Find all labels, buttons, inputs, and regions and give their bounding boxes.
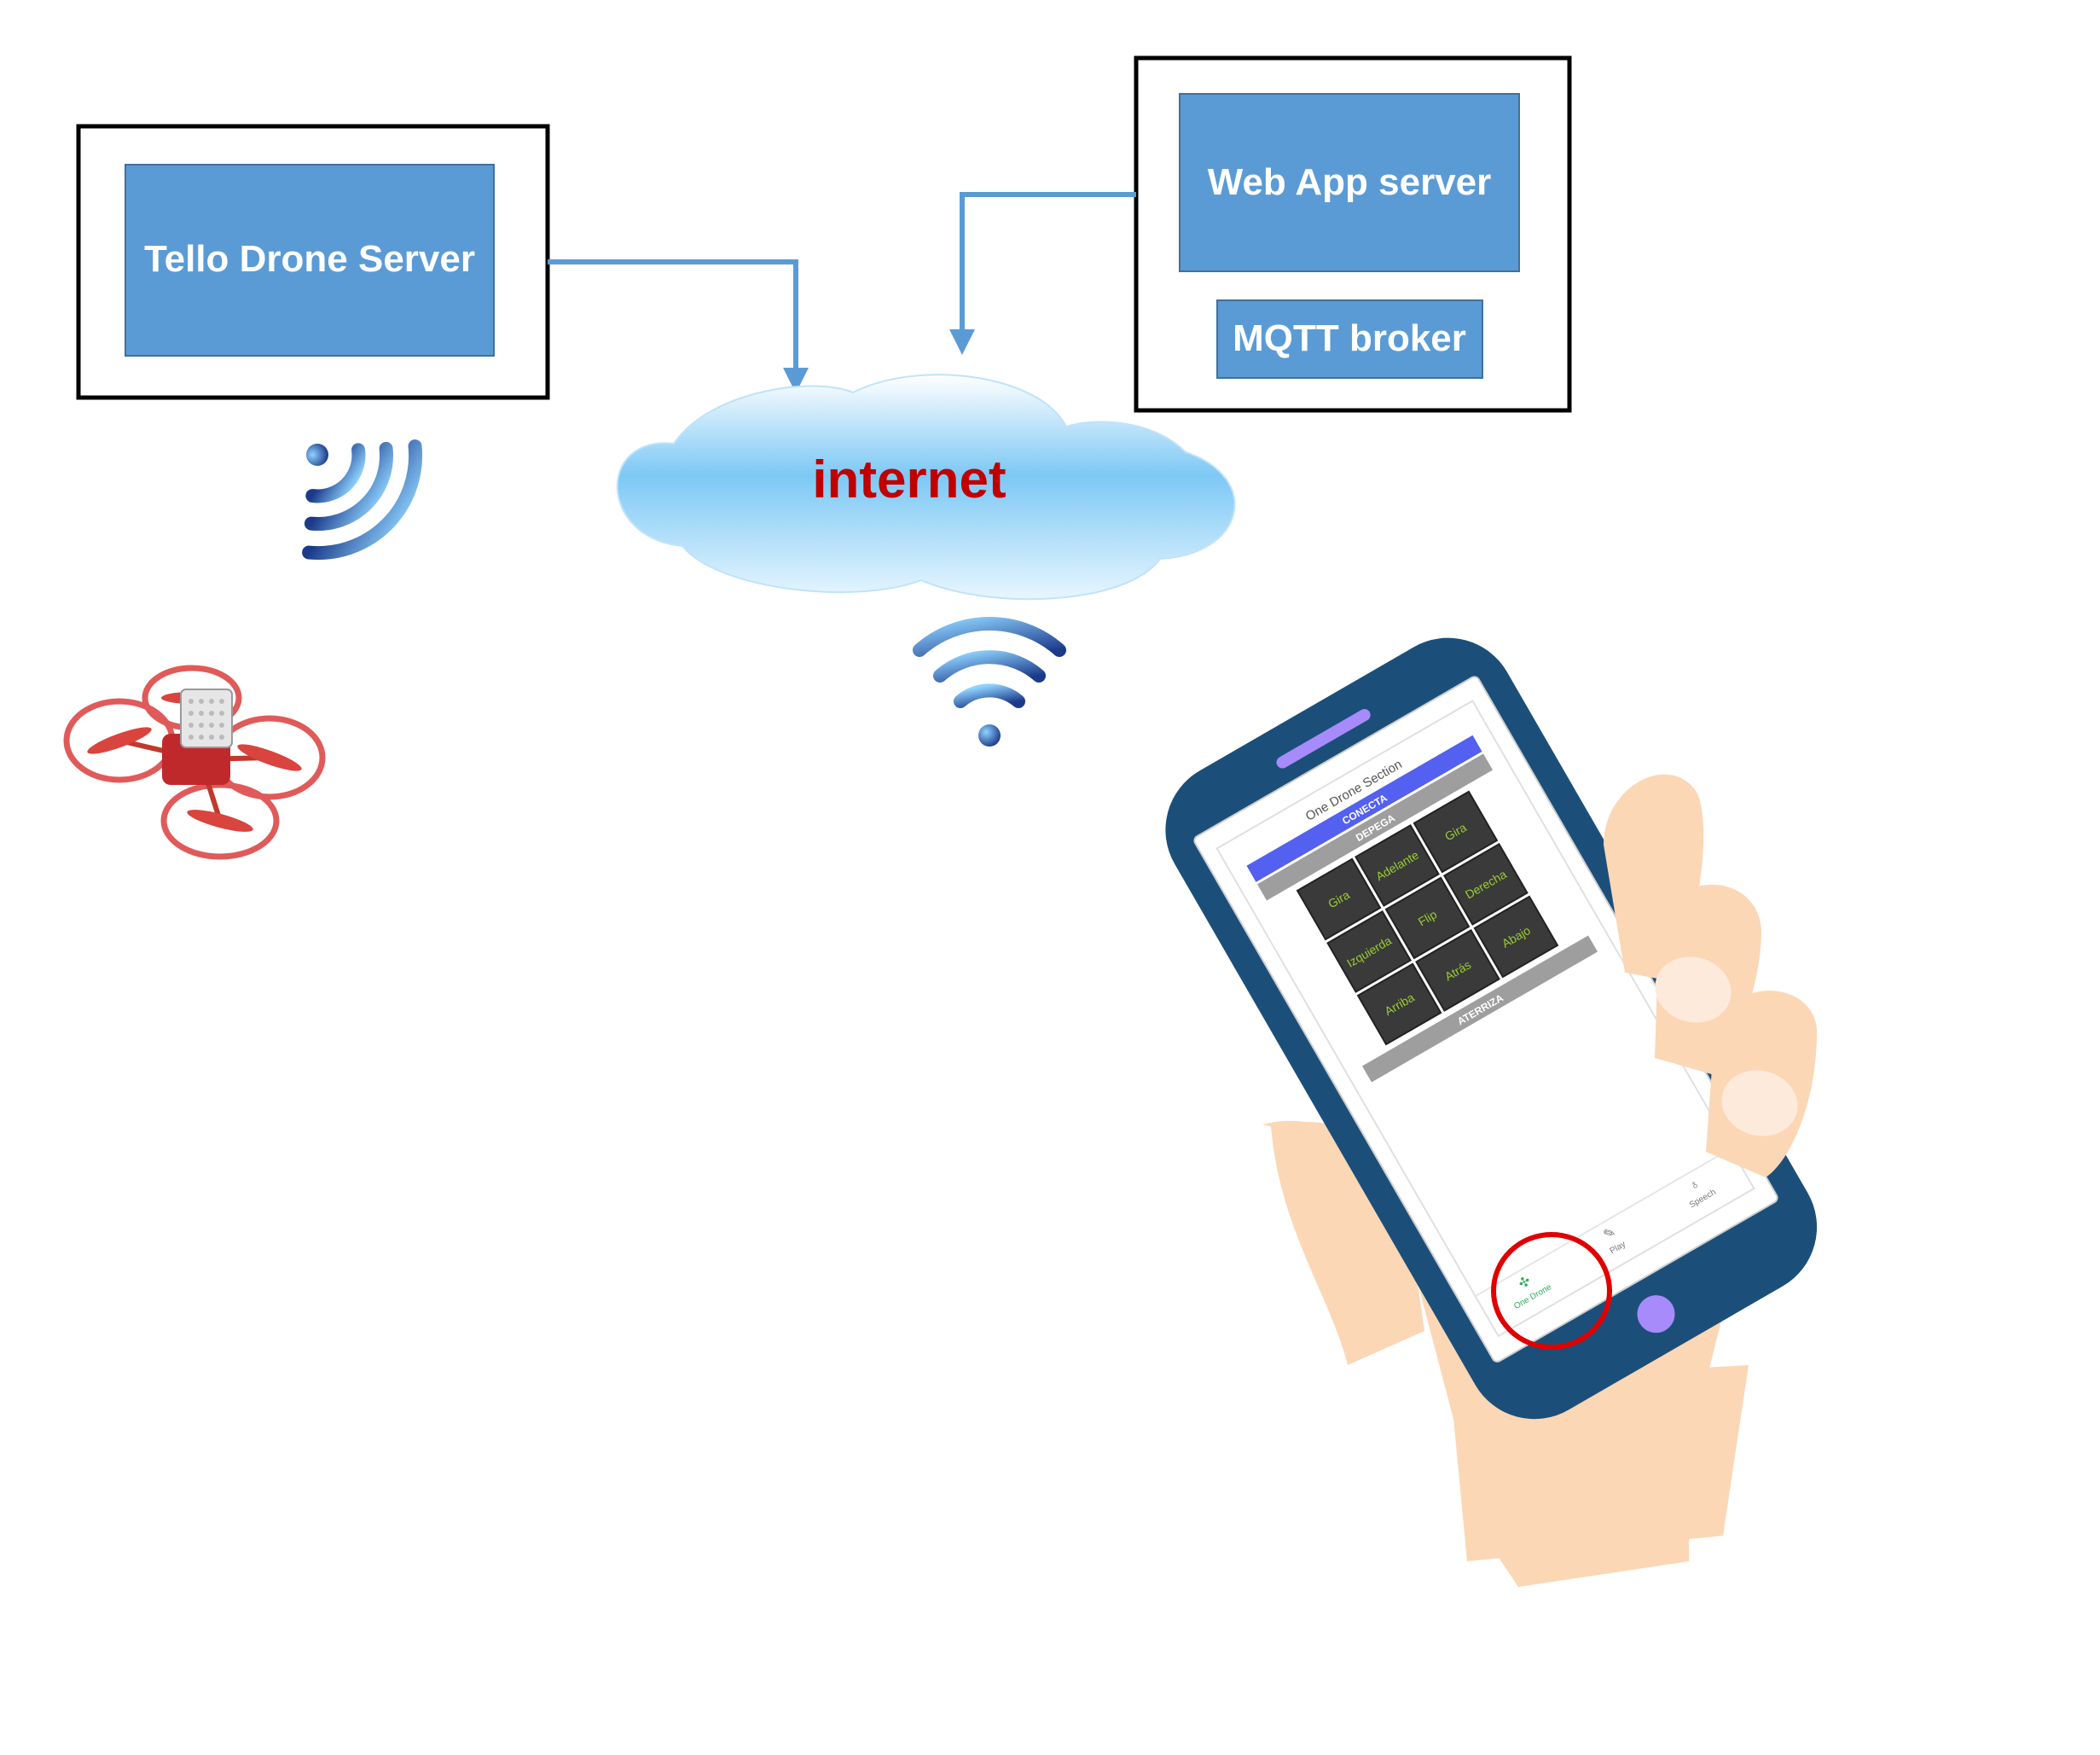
smartphone: One Drone Section CONECTA DEPEGA Gira Ad… <box>1165 637 1818 1420</box>
grid-button-5[interactable] <box>1384 876 1471 960</box>
tello-server-box <box>125 164 495 357</box>
grid-button-8[interactable] <box>1415 929 1500 1012</box>
tello-server-node: Tello Drone Server <box>76 124 550 400</box>
hand-fingers <box>1604 774 1817 1177</box>
mqtt-broker-label: MQTT broker <box>1233 317 1466 359</box>
grid-button-9[interactable] <box>1473 895 1559 979</box>
conecta-button[interactable] <box>1246 735 1482 882</box>
despega-button[interactable] <box>1256 753 1494 901</box>
tello-server-label: Tello Drone Server <box>144 238 475 280</box>
grid-button-1[interactable] <box>1296 857 1382 941</box>
phone-home-button[interactable] <box>1630 1288 1681 1339</box>
grid-button-6[interactable] <box>1443 843 1529 926</box>
web-app-node: Web App server MQTT broker <box>1134 55 1572 413</box>
tello-to-internet-connector <box>548 259 809 393</box>
grid-button-4[interactable] <box>1326 910 1412 993</box>
drone-wifi-icon <box>302 439 423 561</box>
one-drone-highlight-circle <box>1491 1232 1612 1350</box>
grid-button-7[interactable] <box>1356 962 1442 1046</box>
webapp-to-internet-connector <box>949 192 1136 355</box>
phone-wifi-icon <box>913 617 1066 747</box>
control-grid: Gira Adelante Gira Izquierda Flip Derech… <box>1296 790 1559 1046</box>
web-app-server-box <box>1179 93 1520 272</box>
internet-label: internet <box>812 450 1006 509</box>
web-app-server-label: Web App server <box>1208 161 1492 203</box>
mqtt-broker-box <box>1216 299 1483 379</box>
grid-button-3[interactable] <box>1413 790 1499 874</box>
phone-speaker <box>1276 709 1371 769</box>
aterriza-button[interactable] <box>1361 935 1598 1083</box>
grid-button-2[interactable] <box>1355 824 1440 907</box>
tello-drone-illustration <box>63 665 326 860</box>
internet-cloud: internet <box>616 374 1236 601</box>
